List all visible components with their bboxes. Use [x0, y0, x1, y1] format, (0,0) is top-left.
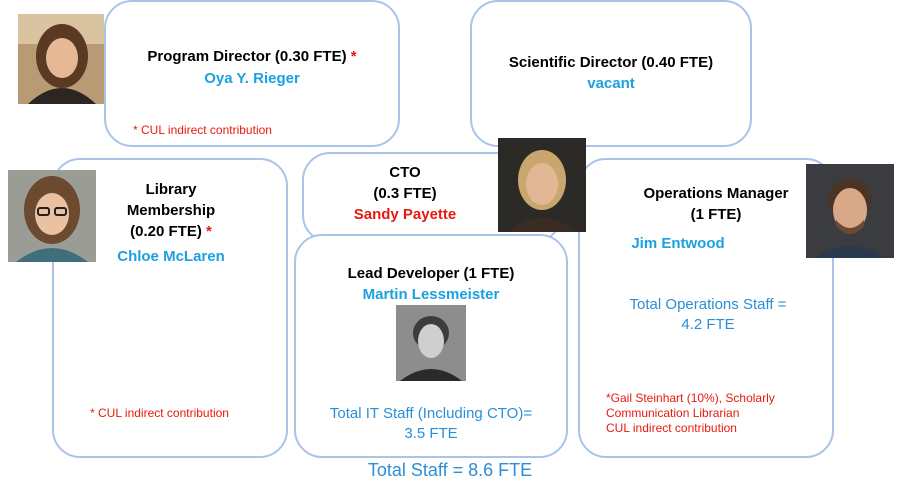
scientific-director-title: Scientific Director (0.40 FTE): [508, 54, 714, 71]
total-staff: Total Staff = 8.6 FTE: [367, 460, 533, 480]
program-director-name: Oya Y. Rieger: [204, 70, 300, 87]
lead-developer-title: Lead Developer (1 FTE): [347, 265, 515, 282]
program-director-photo: [18, 14, 104, 104]
program-director-note: * CUL indirect contribution: [133, 123, 272, 137]
scientific-director-box: [470, 0, 752, 147]
program-director-title: Program Director (0.30 FTE) *: [147, 48, 357, 65]
operations-note: *Gail Steinhart (10%), Scholarly Communi…: [606, 391, 775, 435]
cto-name: Sandy Payette: [353, 206, 457, 223]
library-membership-photo: [8, 170, 96, 262]
scientific-director-name: vacant: [587, 75, 635, 92]
library-membership-note: * CUL indirect contribution: [90, 406, 229, 420]
library-membership-title: Library Membership (0.20 FTE) *: [126, 181, 216, 240]
operations-manager-box: [578, 158, 834, 458]
cto-photo: [498, 138, 586, 232]
operations-manager-name: Jim Entwood: [631, 235, 725, 252]
operations-manager-title: Operations Manager (1 FTE): [643, 185, 789, 223]
operations-manager-photo: [806, 164, 894, 258]
program-director-box: [104, 0, 400, 147]
cto-title: CTO (0.3 FTE): [373, 164, 437, 202]
operations-staff-total: Total Operations Staff = 4.2 FTE: [629, 296, 787, 333]
library-membership-name: Chloe McLaren: [117, 248, 225, 265]
lead-developer-name: Martin Lessmeister: [362, 286, 500, 303]
it-staff-total: Total IT Staff (Including CTO)= 3.5 FTE: [329, 405, 533, 442]
lead-developer-photo: [396, 305, 466, 381]
